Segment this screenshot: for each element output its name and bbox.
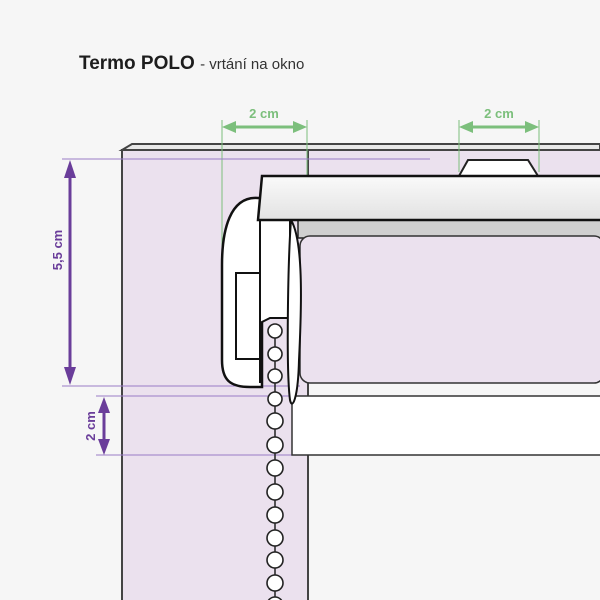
roller-tube	[299, 235, 600, 384]
dimension-top-left: 2 cm	[222, 106, 307, 133]
bead-chain	[266, 323, 284, 600]
title-product: Termo POLO	[79, 53, 195, 74]
guide-lines	[62, 120, 540, 456]
fabric	[291, 395, 600, 456]
headrail-cover	[256, 174, 600, 222]
dimension-label: 2 cm	[249, 106, 279, 121]
side-bracket	[220, 196, 302, 405]
dimension-headrail-height: 5,5 cm	[50, 160, 76, 385]
diagram-title: Termo POLO - vrtání na okno	[79, 53, 304, 75]
title-subtitle: - vrtání na okno	[200, 56, 305, 73]
dimension-label: 2 cm	[484, 106, 514, 121]
mounting-clip	[457, 159, 540, 177]
dimension-label: 2 cm	[83, 411, 98, 441]
dimension-label: 5,5 cm	[50, 230, 65, 270]
dimension-top-right: 2 cm	[459, 106, 539, 133]
dimension-below-height: 2 cm	[83, 397, 110, 455]
